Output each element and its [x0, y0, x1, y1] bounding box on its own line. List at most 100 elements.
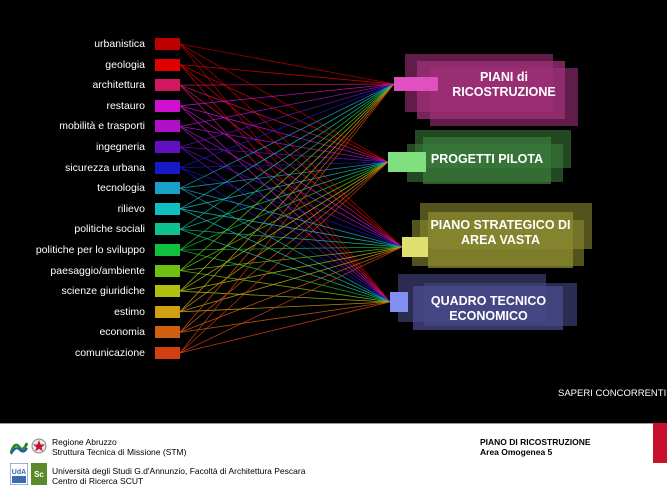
scut-logo-icon: Sc — [31, 463, 47, 485]
discipline-swatch — [155, 347, 180, 359]
connection-line — [179, 161, 389, 168]
connection-line — [179, 146, 389, 163]
output-block-layer — [430, 68, 578, 126]
discipline-swatch — [155, 141, 180, 153]
connection-line — [179, 301, 391, 333]
research-center: Centro di Ricerca SCUT — [52, 476, 144, 486]
discipline-label: politiche per lo sviluppo — [35, 244, 145, 256]
discipline-label: sicurezza urbana — [65, 161, 145, 174]
connection-line — [179, 161, 389, 251]
connection-line — [179, 301, 391, 354]
connection-line — [179, 83, 395, 271]
connection-line — [179, 64, 403, 248]
connection-line — [179, 83, 395, 354]
document-title: PIANO DI RICOSTRUZIONE — [480, 437, 591, 447]
footer-divider — [0, 423, 667, 424]
output-label: PIANO STRATEGICO DI AREA VASTA — [430, 218, 571, 247]
footer: Regione Abruzzo Struttura Tecnica di Mis… — [0, 423, 667, 499]
connection-line — [179, 83, 395, 86]
connection-line — [179, 161, 389, 189]
connection-line — [179, 64, 395, 85]
discipline-swatch — [155, 264, 180, 277]
connection-line — [179, 187, 403, 248]
output-node — [390, 292, 408, 312]
discipline-swatch — [155, 79, 180, 92]
connection-line — [179, 246, 403, 313]
discipline-label: mobilità e trasporti — [59, 120, 145, 133]
connection-line — [179, 84, 391, 303]
connection-line — [179, 270, 391, 303]
discipline-label: politiche sociali — [74, 223, 145, 236]
connection-line — [179, 105, 391, 303]
connection-line — [179, 290, 391, 303]
connection-line — [179, 161, 389, 354]
discipline-label: estimo — [114, 305, 145, 318]
region-structure: Struttura Tecnica di Missione (STM) — [52, 447, 187, 457]
output-label: PIANI di RICOSTRUZIONE — [452, 70, 556, 99]
discipline-label: comunicazione — [74, 347, 145, 359]
connection-line — [179, 167, 391, 303]
connection-line — [179, 146, 403, 248]
document-subtitle: Area Omogenea 5 — [480, 447, 553, 457]
italian-emblem-icon — [31, 436, 47, 456]
connection-line — [179, 83, 395, 107]
discipline-swatch — [155, 244, 180, 256]
region-name: Regione Abruzzo — [52, 437, 117, 447]
connection-line — [179, 83, 395, 292]
connection-line — [179, 246, 403, 333]
connection-line — [179, 229, 391, 303]
connection-line — [179, 84, 403, 248]
connection-line — [179, 105, 389, 163]
discipline-label: ingegneria — [95, 141, 145, 153]
discipline-swatch — [155, 120, 180, 133]
connection-line — [179, 146, 391, 303]
connection-line — [179, 249, 391, 303]
output-label: QUADRO TECNICO ECONOMICO — [430, 294, 547, 323]
discipline-swatch — [155, 285, 180, 298]
connection-line — [179, 83, 395, 127]
discipline-swatch — [155, 161, 180, 174]
discipline-label: scienze giuridiche — [61, 285, 145, 298]
discipline-swatch — [155, 326, 180, 339]
discipline-swatch — [155, 305, 180, 318]
connection-line — [179, 301, 391, 313]
connection-lines — [179, 43, 403, 354]
connection-line — [179, 161, 389, 333]
discipline-label: tecnologia — [97, 182, 145, 195]
uda-logo-text: UdA — [12, 469, 26, 476]
discipline-swatch — [155, 182, 180, 195]
connection-line — [179, 229, 403, 248]
discipline-swatch — [155, 202, 180, 215]
discipline-label: geologia — [105, 58, 145, 71]
connection-line — [179, 161, 389, 230]
output-label: PROGETTI PILOTA — [430, 152, 544, 166]
connection-line — [179, 161, 389, 292]
discipline-swatch — [155, 223, 180, 236]
connection-line — [179, 83, 395, 313]
discipline-swatch — [155, 99, 180, 112]
output-block-layer — [424, 283, 577, 326]
discipline-label: urbanistica — [94, 38, 145, 50]
output-node — [402, 237, 428, 257]
connection-line — [179, 208, 403, 248]
connection-line — [179, 83, 395, 333]
diagram-caption: SAPERI CONCORRENTI — [558, 388, 667, 399]
connection-line — [179, 43, 395, 85]
connection-line — [179, 83, 395, 251]
discipline-label: economia — [99, 326, 145, 339]
connection-line — [179, 246, 403, 292]
connection-line — [179, 126, 389, 163]
connection-line — [179, 161, 389, 271]
output-node — [388, 152, 426, 172]
discipline-label: architettura — [92, 79, 145, 92]
connection-line — [179, 161, 389, 313]
scut-logo-text: Sc — [34, 470, 44, 479]
connection-line — [179, 84, 389, 163]
connection-line — [179, 167, 403, 248]
uda-logo-icon: UdA — [9, 462, 29, 486]
output-node — [394, 77, 438, 91]
connection-line — [179, 83, 395, 148]
discipline-label: rilievo — [117, 202, 145, 215]
connection-line — [179, 246, 403, 271]
